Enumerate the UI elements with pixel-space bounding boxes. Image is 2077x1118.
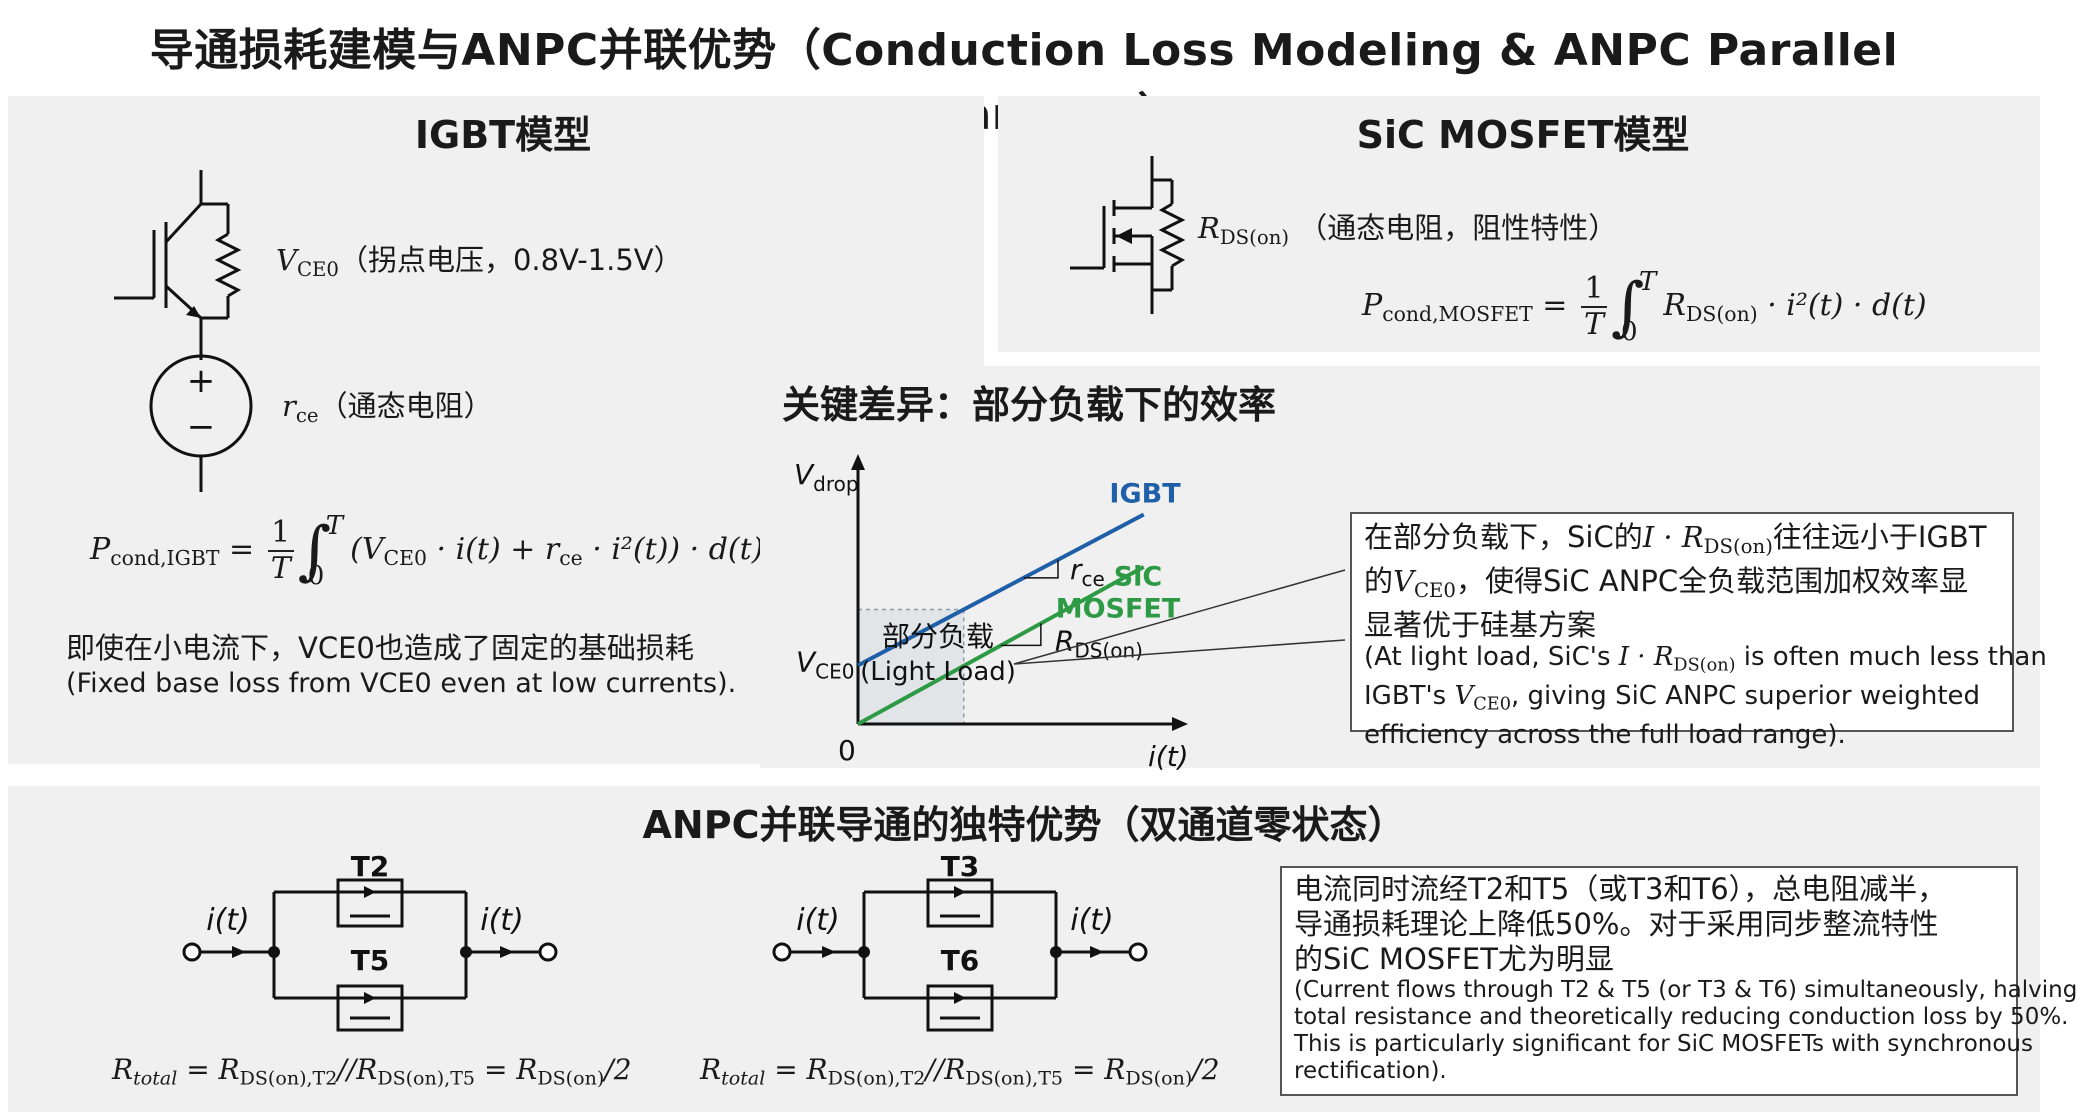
- source-plus: +: [187, 361, 216, 401]
- anpc-circuit-2: T3 T6 i(t) i(t): [772, 850, 1148, 1032]
- t5-label: T5: [351, 944, 390, 977]
- vce0-intercept-label: VCE0: [796, 645, 854, 683]
- vce0-label: VCE0（拐点电压，0.8V-1.5V）: [276, 243, 683, 281]
- light-load-label-en: (Light Load): [860, 657, 1016, 687]
- origin-label: 0: [838, 734, 856, 767]
- y-axis-label: Vdrop: [794, 458, 859, 496]
- anpc-callout-text: 电流同时流经T2和T5（或T3和T6），总电阻减半， 导通损耗理论上降低50%。…: [1294, 872, 2077, 1084]
- x-axis-label: i(t): [1148, 740, 1189, 773]
- current-out-label: i(t): [1070, 903, 1114, 938]
- anpc-panel-title: ANPC并联导通的独特优势（双通道零状态）: [642, 803, 1406, 847]
- sic-panel-title: SiC MOSFET模型: [1356, 113, 1690, 157]
- igbt-slope-triangle: [1023, 559, 1059, 579]
- anpc-callout: [1280, 866, 2018, 1096]
- key-diff-callout: [1350, 512, 2014, 732]
- igbt-series-label: IGBT: [1109, 478, 1181, 509]
- key-diff-title: 关键差异：部分负载下的效率: [782, 383, 1277, 427]
- source-minus: −: [187, 407, 216, 447]
- sic-series-label-line1: SiC: [1114, 562, 1163, 593]
- igbt-line: [857, 512, 1145, 668]
- rds-label: RDS(on) （通态电阻，阻性特性）: [1198, 211, 1618, 249]
- current-out-label: i(t): [480, 903, 524, 938]
- y-axis-arrow: [851, 454, 865, 470]
- light-load-region: [858, 609, 964, 724]
- light-load-label-cn: 部分负载: [882, 620, 994, 653]
- rtotal-formula-2: Rtotal = RDS(on),T2//RDS(on),T5 = RDS(on…: [700, 1053, 1220, 1090]
- callout-connector-2: [1013, 639, 1346, 665]
- x-axis-arrow: [1172, 717, 1188, 731]
- igbt-symbol: + −: [114, 170, 253, 492]
- callout-connector-1: [1013, 569, 1346, 665]
- anpc-circuit-1: T2 T5 i(t) i(t): [182, 850, 558, 1032]
- igbt-slope-label: rce: [1070, 553, 1105, 591]
- mosfet-symbol: [1070, 156, 1186, 314]
- igbt-note-en: (Fixed base loss from VCE0 even at low c…: [66, 668, 737, 699]
- sic-slope-label: RDS(on): [1055, 624, 1143, 662]
- t2-label: T2: [351, 850, 390, 883]
- sic-series-label-line2: MOSFET: [1056, 594, 1181, 625]
- t6-label: T6: [941, 944, 980, 977]
- current-in-label: i(t): [796, 903, 840, 938]
- igbt-panel-title: IGBT模型: [414, 113, 592, 157]
- igbt-note-cn: 即使在小电流下，VCE0也造成了固定的基础损耗: [66, 631, 694, 665]
- t3-label: T3: [941, 850, 980, 883]
- sic-slope-triangle: [1000, 623, 1042, 647]
- rtotal-formula-1: Rtotal = RDS(on),T2//RDS(on),T5 = RDS(on…: [112, 1053, 632, 1090]
- rce-label: rce（通态电阻）: [282, 389, 493, 427]
- key-diff-callout-text: 在部分负载下，SiC的I · RDS(on)往往远小于IGBT 的VCE0，使得…: [1364, 520, 2047, 751]
- current-in-label: i(t): [206, 903, 250, 938]
